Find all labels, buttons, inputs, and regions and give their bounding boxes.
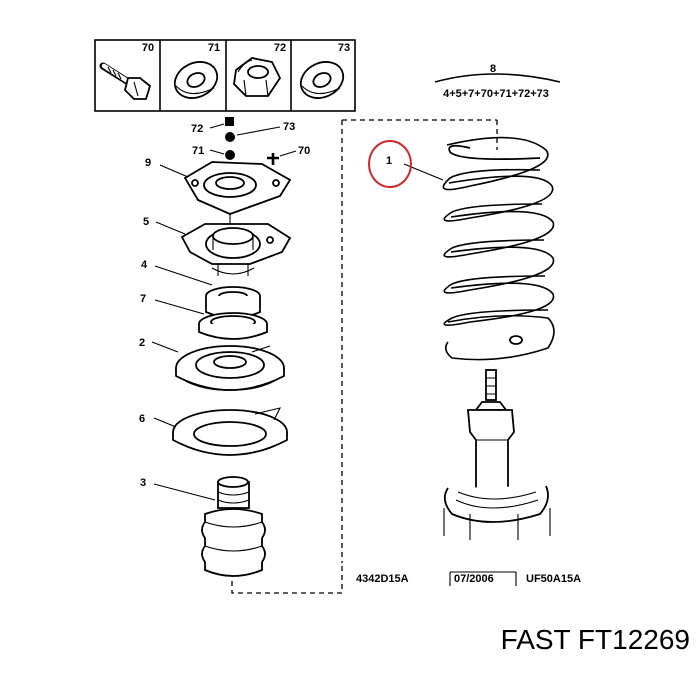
kit-brace	[434, 73, 561, 83]
callout-73: 73	[283, 121, 295, 133]
hardware-stack: 72 73 71 70	[191, 117, 310, 165]
kit-header: 8 4+5+7+70+71+72+73	[434, 63, 561, 100]
washer-marker-icon	[225, 132, 235, 142]
washer-icon	[173, 61, 219, 99]
callout-3: 3	[140, 477, 146, 489]
footer-code-right: UF50A15A	[526, 573, 581, 585]
legend-frame	[94, 39, 356, 112]
nut-marker-icon	[225, 117, 234, 126]
legend-code-73: 73	[338, 42, 350, 54]
legend-code-71: 71	[208, 42, 220, 54]
callout-72: 72	[191, 123, 203, 135]
callout-5: 5	[143, 216, 149, 228]
legend-code-70: 70	[142, 42, 154, 54]
callout-6: 6	[139, 413, 145, 425]
footer-code-left: 4342D15A	[356, 573, 409, 585]
brand-caption: FAST FT12269	[501, 624, 690, 655]
legend-strip: 70 71 72 73	[94, 39, 356, 112]
bolt-icon	[99, 62, 152, 100]
kit-number: 8	[490, 63, 496, 75]
spring-isolator: 6	[139, 407, 288, 456]
callout-71: 71	[192, 145, 204, 157]
strut-top-mount: 5	[143, 216, 292, 276]
callout-7: 7	[140, 293, 146, 305]
kit-contents: 4+5+7+70+71+72+73	[443, 88, 549, 100]
washer-icon	[299, 61, 345, 99]
dashed-frame	[231, 119, 497, 594]
callout-70: 70	[298, 145, 310, 157]
coil-spring: 1	[386, 136, 555, 361]
callout-9: 9	[145, 157, 151, 169]
upper-mount-plate: 9	[145, 157, 292, 226]
shock-absorber	[443, 369, 551, 540]
callout-4: 4	[141, 259, 148, 271]
footer-date: 07/2006	[454, 573, 494, 585]
bump-stop-boot: 3	[140, 476, 266, 577]
diagram-footer: 4342D15A 07/2006 UF50A15A	[356, 571, 581, 586]
nut-icon	[233, 57, 282, 97]
callout-1: 1	[386, 155, 392, 167]
upper-spring-seat: 2	[139, 337, 285, 391]
washer-marker-icon	[225, 150, 235, 160]
highlight-ring	[368, 140, 412, 188]
bearing-stack: 4 7	[140, 259, 268, 340]
callout-2: 2	[139, 337, 145, 349]
bolt-marker-icon	[267, 153, 279, 165]
legend-code-72: 72	[274, 42, 286, 54]
